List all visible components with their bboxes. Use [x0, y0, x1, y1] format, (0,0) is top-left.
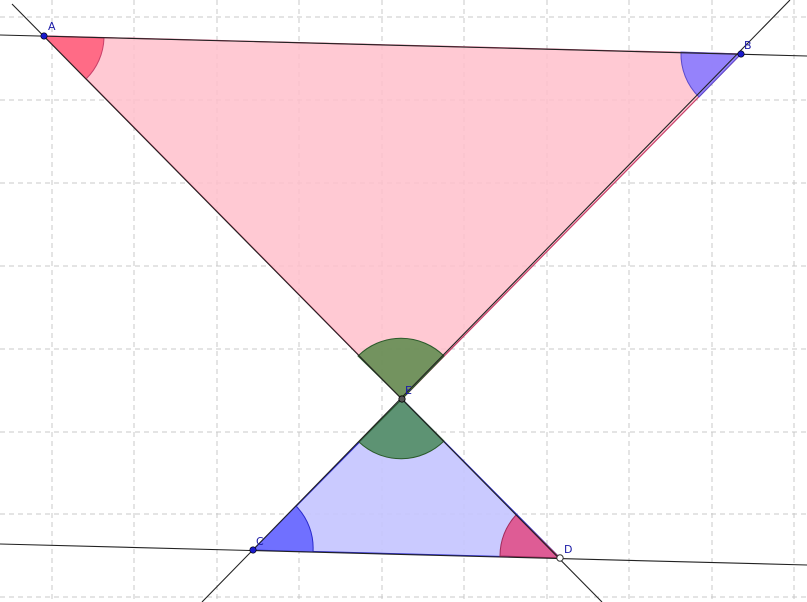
label-a: A [48, 20, 56, 33]
line-bc [201, 0, 791, 602]
point-b [737, 50, 745, 58]
label-e: E [405, 384, 412, 397]
label-c: C [256, 535, 264, 548]
angle-e-upper[interactable] [357, 337, 445, 400]
point-e [398, 395, 406, 403]
angle-e-lower[interactable] [358, 398, 445, 460]
point-a [40, 32, 48, 40]
point-c [249, 546, 257, 554]
line-ad [11, 3, 603, 602]
triangle-cde[interactable] [251, 398, 562, 559]
point-d [556, 554, 564, 562]
angle-b[interactable] [680, 51, 743, 98]
points[interactable] [40, 32, 745, 562]
line-cd [0, 543, 807, 566]
label-d: D [564, 543, 572, 556]
line-ab [0, 34, 807, 57]
label-b: B [744, 39, 752, 52]
